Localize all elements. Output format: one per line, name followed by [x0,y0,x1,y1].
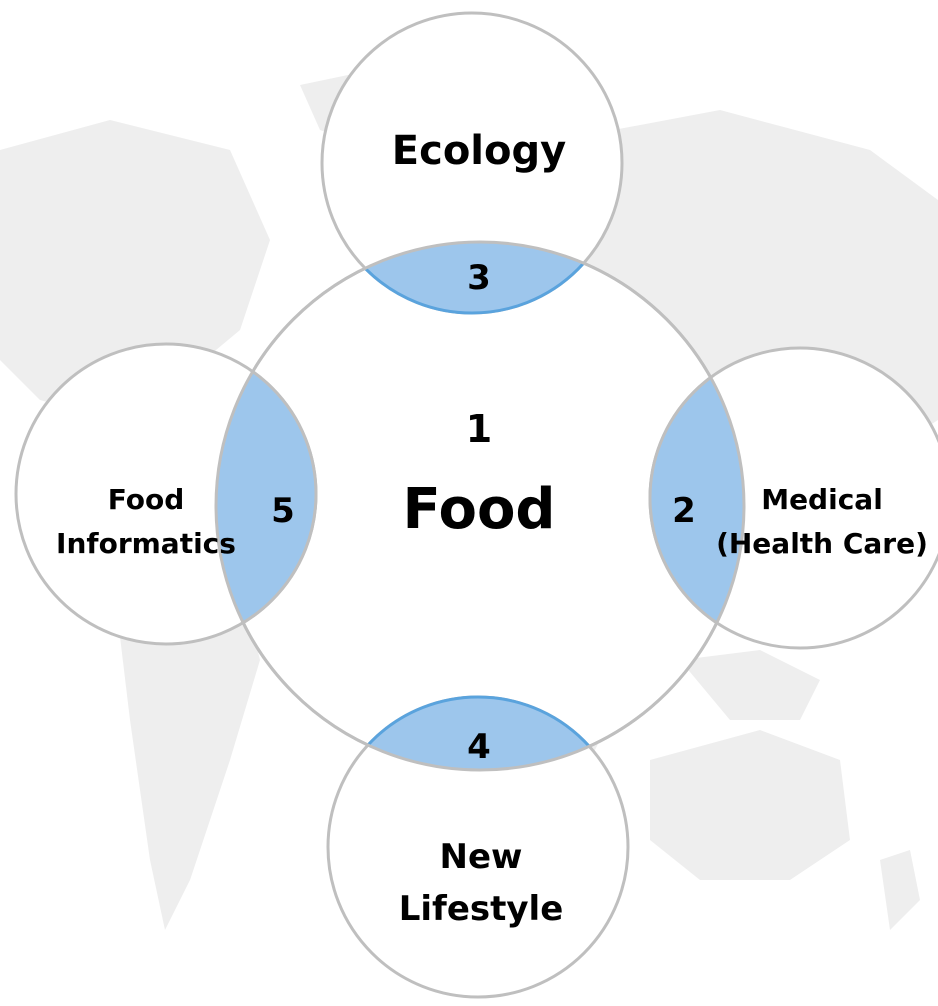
map-southeast-asia [680,650,820,720]
medical-label-line2: (Health Care) [716,527,928,560]
map-new-zealand [880,850,920,930]
lifestyle-label-line1: New [440,837,523,877]
informatics-label-line2: Informatics [56,527,236,560]
center-title: Food [402,477,555,542]
overlap-number-3: 3 [467,258,491,298]
overlap-number-4: 4 [467,727,491,767]
lifestyle-label-line2: Lifestyle [399,889,564,929]
center-number: 1 [466,407,492,451]
overlap-region-3 [320,242,624,315]
medical-label-line1: Medical [761,483,883,516]
overlap-number-5: 5 [271,491,295,531]
center-circle-outline [214,240,746,772]
map-south-america [118,560,260,930]
overlap-regions [216,242,744,770]
map-australia [650,730,850,880]
overlap-number-2: 2 [672,491,696,531]
informatics-label-line1: Food [108,483,185,516]
ecology-label: Ecology [392,128,566,174]
map-north-america [0,120,270,420]
overlap-region-4 [326,695,630,770]
overlap-region-5 [216,342,318,646]
overlap-region-2 [648,346,744,650]
